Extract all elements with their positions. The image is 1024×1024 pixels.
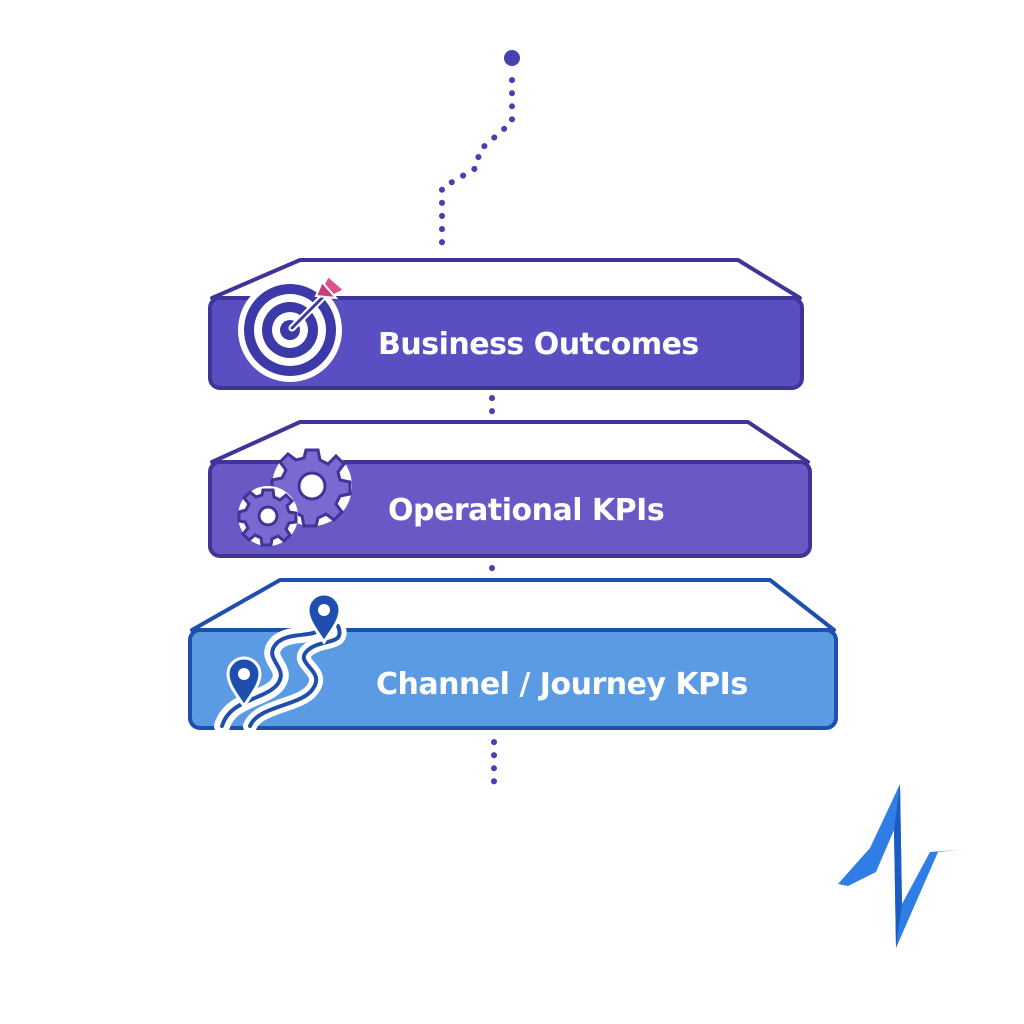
layer-label: Business Outcomes	[378, 327, 699, 362]
layer-front-face	[208, 460, 812, 558]
connector-top	[439, 50, 520, 258]
journey-path-icon	[214, 592, 347, 734]
pulse-logo-icon	[838, 784, 958, 948]
layer-operational-kpis[interactable]: Operational KPIs	[208, 420, 812, 558]
layer-label: Channel / Journey KPIs	[376, 667, 748, 702]
connector-start-dot	[504, 50, 520, 66]
connector-top-line	[439, 77, 515, 258]
layer-front-face	[188, 628, 838, 730]
layer-top-face	[190, 578, 836, 632]
layer-channel-journey-kpis[interactable]: Channel / Journey KPIs	[188, 578, 838, 734]
layer-label: Operational KPIs	[388, 493, 664, 528]
layer-business-outcomes[interactable]: Business Outcomes	[208, 258, 804, 390]
layer-front-face	[208, 296, 804, 390]
target-arrow-icon	[238, 274, 346, 382]
gears-icon	[237, 446, 352, 547]
